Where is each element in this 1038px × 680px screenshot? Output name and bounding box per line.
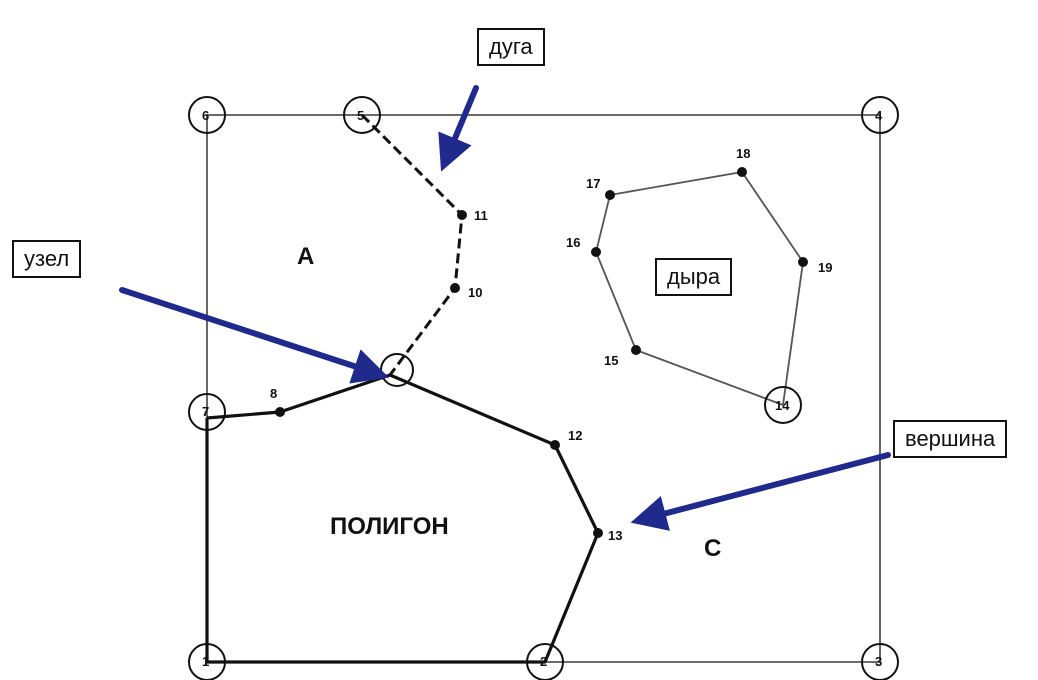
region-label-c: C [704,535,721,562]
outer-frame [206,114,881,663]
callout-node: узел [12,240,82,278]
point-label-18: 18 [736,146,750,161]
node-circle-1 [188,643,226,680]
vertex-dot-12 [550,440,560,450]
region-label-polygon: ПОЛИГОН [330,513,449,540]
node-arrow [119,287,390,384]
point-label-15: 15 [604,353,618,368]
vertex-dot-8 [275,407,285,417]
point-label-1: 1 [202,654,209,669]
point-label-6: 6 [202,108,209,123]
node-circles [188,96,899,680]
point-label-5: 5 [357,108,364,123]
point-label-12: 12 [568,428,582,443]
vertex-dot-10 [450,283,460,293]
node-circle-7 [188,393,226,431]
callout-hole: дыра [655,258,733,296]
vertex-dot-19 [798,257,808,267]
point-labels: 6 5 4 7 1 2 3 14 8 11 10 12 13 15 16 17 … [202,108,883,669]
node-circle-3 [861,643,899,680]
vertex-dot-18 [737,167,747,177]
point-label-11: 11 [474,208,488,223]
callout-vertex: вершина [893,420,1008,458]
node-circle-6 [188,96,226,134]
callout-arrows [119,85,891,531]
point-label-14: 14 [775,398,790,413]
point-label-13: 13 [608,528,622,543]
point-label-10: 10 [468,285,482,300]
point-label-16: 16 [566,235,580,250]
point-label-4: 4 [875,108,883,123]
node-circle-2 [526,643,564,680]
point-label-8: 8 [270,386,277,401]
point-label-3: 3 [875,654,882,669]
callout-arc: дуга [477,28,545,66]
point-label-17: 17 [586,176,600,191]
vertex-dot-16 [591,247,601,257]
region-label-a: A [297,243,314,270]
vertex-arrow [630,452,891,531]
node-circle-5 [343,96,381,134]
point-label-7: 7 [202,404,209,419]
vertex-dot-13 [593,528,603,538]
point-label-19: 19 [818,260,832,275]
node-circle-14 [764,386,802,424]
polygon-boundary [205,373,600,664]
node-circle-4 [861,96,899,134]
vertex-dot-17 [605,190,615,200]
vertex-dots [275,167,808,538]
vertex-dot-15 [631,345,641,355]
arc-arrow [438,85,479,172]
vertex-dot-11 [457,210,467,220]
point-label-2: 2 [540,654,547,669]
node-circle-9 [380,353,414,387]
